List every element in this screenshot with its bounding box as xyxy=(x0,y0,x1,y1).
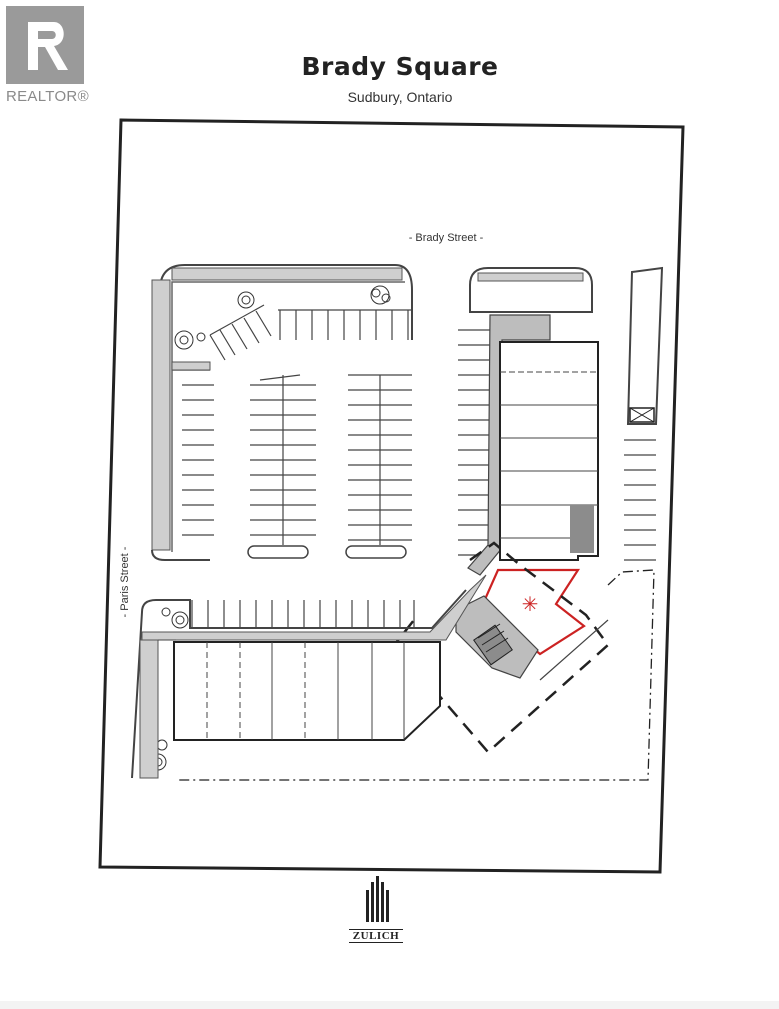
center-parking-row-1 xyxy=(250,374,316,545)
south-row-stalls xyxy=(191,600,415,628)
south-building xyxy=(173,641,441,741)
zulich-logo-text: ZULICH xyxy=(349,929,403,943)
brady-street-label: - Brady Street - xyxy=(409,232,484,244)
left-parking-stalls xyxy=(182,384,214,536)
footer-band xyxy=(0,1001,779,1009)
center-parking-row-2 xyxy=(348,374,412,545)
highlight-marker-icon: ✳ xyxy=(522,594,539,616)
top-parking-stalls xyxy=(278,309,412,340)
east-strip xyxy=(626,266,664,425)
page-title: Brady Square xyxy=(301,52,499,81)
center-island-2 xyxy=(345,545,407,559)
paris-street-label: - Paris Street - xyxy=(119,546,131,617)
plan-border xyxy=(98,118,685,874)
zulich-logo: ZULICH xyxy=(349,876,403,943)
zulich-building-logo-icon xyxy=(366,876,389,922)
south-curb xyxy=(131,589,467,779)
east-parking-stalls xyxy=(458,329,490,556)
stairs-icon xyxy=(473,623,513,666)
realtor-logo-icon xyxy=(6,6,84,84)
realtor-logo-text: REALTOR® xyxy=(6,88,89,105)
angled-stalls xyxy=(209,304,272,361)
far-east-stalls xyxy=(624,439,656,561)
realtor-logo: REALTOR® xyxy=(6,6,89,105)
page-subtitle: Sudbury, Ontario xyxy=(347,89,453,105)
nw-parking-curb-inner xyxy=(171,281,405,552)
center-island-1 xyxy=(247,545,309,559)
